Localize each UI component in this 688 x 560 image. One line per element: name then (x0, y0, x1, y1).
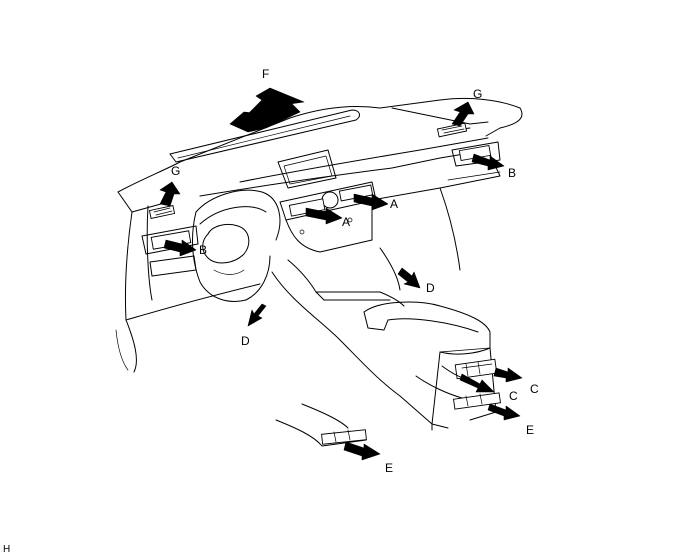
label-B-left: B (199, 243, 207, 257)
arrow-A-upper (353, 193, 389, 211)
label-C-lower: C (509, 389, 518, 403)
label-B-right: B (508, 166, 516, 180)
arrow-C-upper (493, 367, 523, 383)
callout-labels: F G G B A A B D D C C E E (171, 67, 539, 475)
label-E-right: E (526, 423, 534, 437)
floor-lines (115, 283, 433, 431)
left-side-vent (141, 225, 199, 277)
label-D-left: D (241, 334, 250, 348)
arrow-G-left (159, 181, 181, 207)
label-A-upper: A (390, 197, 398, 211)
right-side-vent (451, 141, 501, 167)
figure-tag: H (3, 544, 11, 555)
center-console (271, 247, 497, 429)
steering-wheel (192, 189, 281, 302)
rear-footwell-duct (275, 403, 367, 447)
dashboard-outline (117, 97, 523, 373)
arrow-D-left (247, 303, 267, 327)
right-defroster-vent (436, 122, 468, 138)
label-E-lower-left: E (385, 461, 393, 475)
arrow-F-body (229, 103, 301, 133)
rear-console-vents (415, 358, 501, 410)
arrow-G-right (451, 101, 475, 127)
arrow-E-lower-left (343, 441, 381, 461)
airflow-arrows (159, 87, 523, 461)
arrow-A-lower (305, 207, 343, 225)
arrow-C-lower (459, 373, 495, 393)
label-C-upper: C (530, 382, 539, 396)
label-F: F (262, 67, 269, 81)
arrow-B-left (163, 239, 197, 257)
center-stack (279, 181, 377, 253)
arrow-D-center (397, 267, 421, 289)
label-G-left: G (171, 164, 180, 178)
label-D-center: D (426, 281, 435, 295)
arrow-B-right (471, 153, 505, 171)
label-A-lower: A (342, 215, 350, 229)
arrow-E-right (487, 403, 521, 421)
label-G-right: G (473, 87, 482, 101)
left-defroster-vent (148, 205, 176, 219)
